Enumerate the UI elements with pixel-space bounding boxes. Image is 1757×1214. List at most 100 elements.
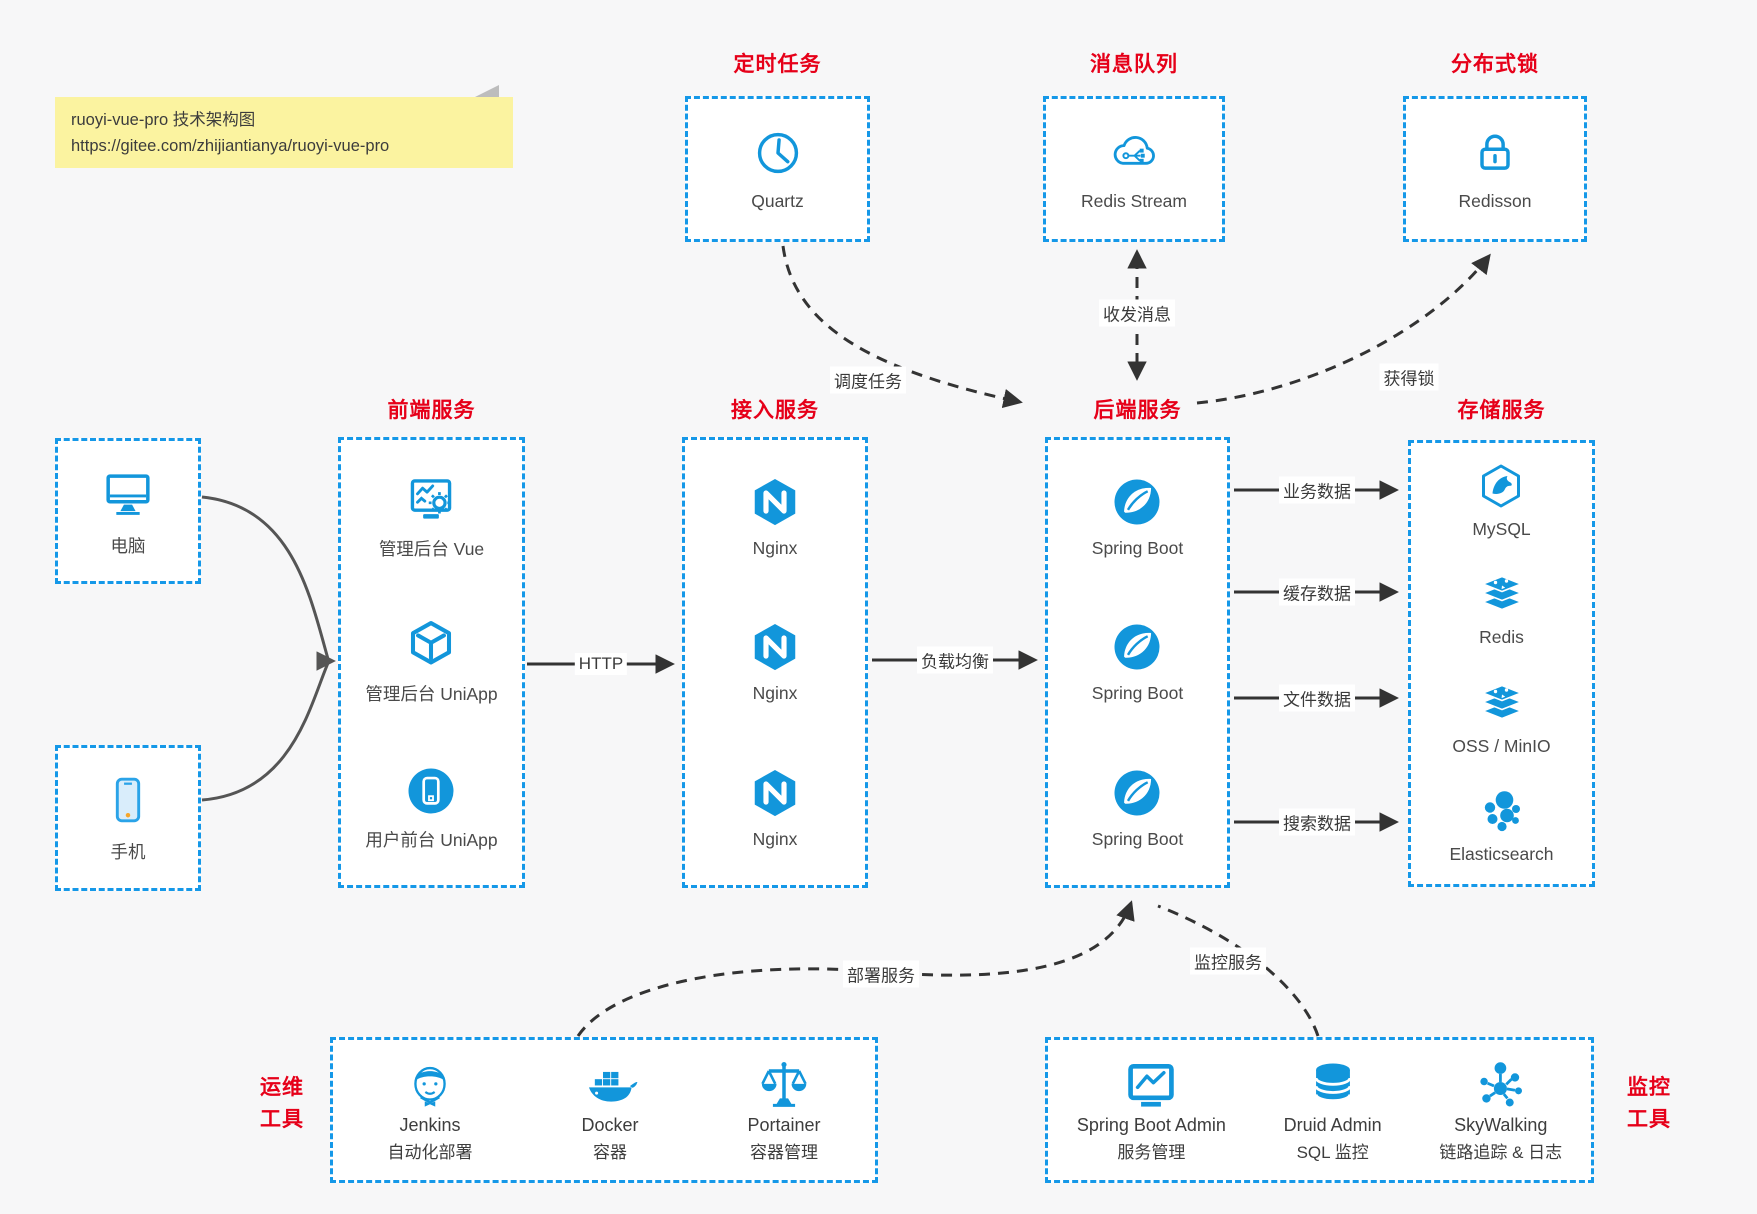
nginx-icon bbox=[748, 475, 802, 529]
node-label: OSS / MinIO bbox=[1452, 735, 1551, 756]
node-elasticsearch: Elasticsearch bbox=[1449, 787, 1554, 865]
edge-label-file-data: 文件数据 bbox=[1279, 684, 1355, 712]
node-name: Spring Boot Admin bbox=[1076, 1115, 1226, 1135]
edge-pc-to-frontend bbox=[201, 495, 330, 660]
redisson-box: Redisson bbox=[1403, 96, 1587, 242]
pc-client-box: 电脑 bbox=[55, 438, 201, 584]
group-title-distributed-lock: 分布式锁 bbox=[1451, 53, 1539, 76]
node-user-uniapp: 用户前台 UniApp bbox=[365, 764, 498, 852]
frontend-box: 管理后台 Vue 管理后台 UniApp 用户前台 UniApp bbox=[338, 437, 525, 888]
node-nginx-3: Nginx bbox=[748, 766, 802, 850]
redis-stream-label: Redis Stream bbox=[1080, 190, 1187, 211]
node-desc: 服务管理 bbox=[1117, 1143, 1186, 1162]
quartz-box: Quartz bbox=[685, 96, 870, 242]
edge-acquire-lock bbox=[1196, 253, 1491, 405]
spring-icon bbox=[1110, 766, 1164, 820]
smartphone-icon bbox=[101, 773, 155, 827]
jenkins-icon bbox=[402, 1057, 458, 1113]
sticky-note: ruoyi-vue-pro 技术架构图 https://gitee.com/zh… bbox=[55, 85, 513, 168]
node-label: 管理后台 Vue bbox=[378, 538, 485, 559]
backend-box: Spring Boot Spring Boot Spring Boot bbox=[1045, 437, 1230, 888]
node-portainer: Portainer 容器管理 bbox=[747, 1057, 820, 1163]
node-label: Nginx bbox=[752, 683, 798, 704]
node-label: MySQL bbox=[1472, 519, 1531, 540]
node-jenkins: Jenkins 自动化部署 bbox=[387, 1057, 472, 1163]
edge-label-cache-data: 缓存数据 bbox=[1279, 578, 1355, 606]
edge-mobile-to-frontend bbox=[201, 662, 330, 802]
node-label: Nginx bbox=[752, 537, 798, 558]
redisson-label: Redisson bbox=[1458, 190, 1532, 211]
elasticsearch-icon bbox=[1477, 787, 1525, 835]
note-url: https://gitee.com/zhijiantianya/ruoyi-vu… bbox=[71, 136, 390, 155]
node-nginx-2: Nginx bbox=[748, 620, 802, 704]
node-admin-uniapp: 管理后台 UniApp bbox=[365, 618, 498, 706]
monitoring-tools-title: 监控 工具 bbox=[1627, 1076, 1671, 1131]
edge-label-business-data: 业务数据 bbox=[1279, 476, 1355, 504]
group-title-scheduled-tasks: 定时任务 bbox=[733, 53, 822, 76]
gateway-box: Nginx Nginx Nginx bbox=[682, 437, 868, 888]
node-label: Spring Boot bbox=[1091, 683, 1184, 704]
node-springboot-2: Spring Boot bbox=[1092, 620, 1183, 704]
edge-label-send-receive-msg: 收发消息 bbox=[1099, 299, 1175, 327]
node-label: 管理后台 UniApp bbox=[365, 684, 498, 705]
node-springboot-3: Spring Boot bbox=[1092, 766, 1183, 850]
node-mysql: MySQL bbox=[1472, 462, 1531, 540]
nginx-icon bbox=[748, 620, 802, 674]
mysql-icon bbox=[1477, 462, 1525, 510]
node-desc: 自动化部署 bbox=[387, 1143, 473, 1162]
spring-icon bbox=[1110, 620, 1164, 674]
edge-label-acquire-lock: 获得锁 bbox=[1379, 363, 1439, 391]
edge-label-search-data: 搜索数据 bbox=[1279, 808, 1355, 836]
column-title-storage: 存储服务 bbox=[1457, 399, 1546, 422]
ops-tools-box: Jenkins 自动化部署 Docker 容器 Portainer 容器管理 bbox=[330, 1037, 878, 1183]
node-spring-boot-admin: Spring Boot Admin 服务管理 bbox=[1077, 1057, 1226, 1163]
node-redis: Redis bbox=[1478, 570, 1526, 648]
cloud-stream-icon bbox=[1108, 127, 1160, 179]
edge-label-monitor-service: 监控服务 bbox=[1190, 947, 1266, 975]
node-name: Druid Admin bbox=[1283, 1115, 1382, 1135]
portainer-icon bbox=[756, 1057, 812, 1113]
node-druid-admin: Druid Admin SQL 监控 bbox=[1284, 1057, 1382, 1163]
mobile-client-label: 手机 bbox=[110, 841, 146, 862]
clock-icon bbox=[752, 127, 804, 179]
node-label: Spring Boot bbox=[1091, 537, 1184, 558]
node-desc: 容器 bbox=[592, 1143, 627, 1162]
uniapp-cube-icon bbox=[404, 618, 458, 672]
edge-label-deploy-service: 部署服务 bbox=[843, 960, 919, 988]
node-desc: SQL 监控 bbox=[1296, 1143, 1369, 1162]
node-nginx-1: Nginx bbox=[748, 475, 802, 559]
spring-icon bbox=[1110, 475, 1164, 529]
note-title: ruoyi-vue-pro 技术架构图 bbox=[71, 111, 256, 129]
edge-label-http: HTTP bbox=[574, 653, 628, 675]
node-skywalking: SkyWalking 链路追踪 & 日志 bbox=[1439, 1057, 1562, 1163]
spring-boot-admin-icon bbox=[1123, 1057, 1179, 1113]
column-title-backend: 后端服务 bbox=[1093, 399, 1182, 422]
edge-label-schedule-task: 调度任务 bbox=[830, 366, 906, 394]
node-label: Redis bbox=[1479, 627, 1524, 648]
admin-vue-icon bbox=[404, 473, 458, 527]
node-name: SkyWalking bbox=[1454, 1115, 1548, 1135]
skywalking-icon bbox=[1473, 1057, 1529, 1113]
node-label: 用户前台 UniApp bbox=[365, 830, 498, 851]
quartz-label: Quartz bbox=[751, 190, 804, 211]
node-name: Docker bbox=[581, 1115, 639, 1135]
ops-tools-title: 运维 工具 bbox=[260, 1076, 304, 1131]
edge-label-load-balance: 负载均衡 bbox=[917, 646, 993, 674]
redis-icon bbox=[1478, 570, 1526, 618]
storage-box: MySQL Redis OSS / MinIO Elasticsearch bbox=[1408, 440, 1595, 887]
lock-icon bbox=[1469, 127, 1521, 179]
mobile-client-box: 手机 bbox=[55, 745, 201, 891]
pc-client-label: 电脑 bbox=[110, 535, 146, 556]
user-uniapp-icon bbox=[404, 764, 458, 818]
docker-icon bbox=[582, 1057, 638, 1113]
desktop-icon bbox=[100, 465, 156, 521]
column-title-frontend: 前端服务 bbox=[387, 399, 476, 422]
redis-stream-box: Redis Stream bbox=[1043, 96, 1225, 242]
object-storage-icon bbox=[1478, 679, 1526, 727]
druid-database-icon bbox=[1305, 1057, 1361, 1113]
node-desc: 容器管理 bbox=[749, 1143, 818, 1162]
node-label: Elasticsearch bbox=[1449, 843, 1554, 864]
node-springboot-1: Spring Boot bbox=[1092, 475, 1183, 559]
group-title-message-queue: 消息队列 bbox=[1090, 53, 1178, 76]
